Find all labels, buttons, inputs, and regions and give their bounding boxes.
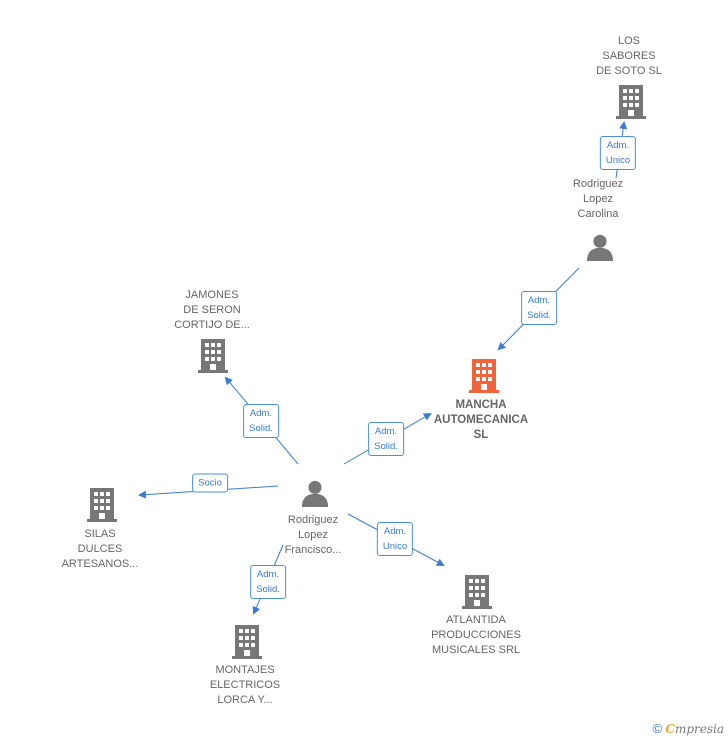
edge-label-francisco-mancha: Adm. Solid. — [368, 422, 404, 456]
montajes-icon — [232, 625, 262, 659]
edge-label-carolina-mancha: Adm. Solid. — [521, 291, 557, 325]
copyright-icon: © — [652, 721, 663, 736]
edge-label-francisco-montajes: Adm. Solid. — [250, 565, 286, 599]
francisco-icon — [301, 480, 329, 507]
atlantida-icon — [462, 575, 492, 609]
edge-label-carolina-sabores: Adm. Unico — [599, 136, 637, 170]
jamones-icon — [198, 339, 228, 373]
brand-logo: Cmpresia — [665, 722, 724, 736]
node-label-atlantida[interactable]: ATLANTIDA PRODUCCIONES MUSICALES SRL — [431, 614, 521, 656]
edge-label-francisco-jamones: Adm. Solid. — [243, 404, 279, 438]
footer-brand[interactable]: © Cmpresia — [652, 721, 724, 736]
node-label-montajes[interactable]: MONTAJES ELECTRICOS LORCA Y... — [209, 664, 281, 706]
node-label-silas[interactable]: SILAS DULCES ARTESANOS... — [61, 528, 139, 570]
node-label-sabores[interactable]: LOS SABORES DE SOTO SL — [596, 35, 662, 77]
edge-label-francisco-silas: Socio — [192, 473, 228, 493]
node-label-francisco[interactable]: Rodriguez Lopez Francisco... — [284, 514, 342, 556]
edge-label-francisco-atlantida: Adm. Unico — [376, 522, 414, 556]
node-label-mancha[interactable]: MANCHA AUTOMECANICA SL — [433, 399, 529, 441]
mancha-icon — [469, 359, 499, 393]
silas-icon — [87, 488, 117, 522]
node-label-jamones[interactable]: JAMONES DE SERON CORTIJO DE... — [174, 289, 250, 331]
sabores-icon — [616, 85, 646, 119]
carolina-icon — [586, 234, 614, 261]
node-label-carolina[interactable]: Rodriguez Lopez Carolina — [572, 178, 624, 220]
